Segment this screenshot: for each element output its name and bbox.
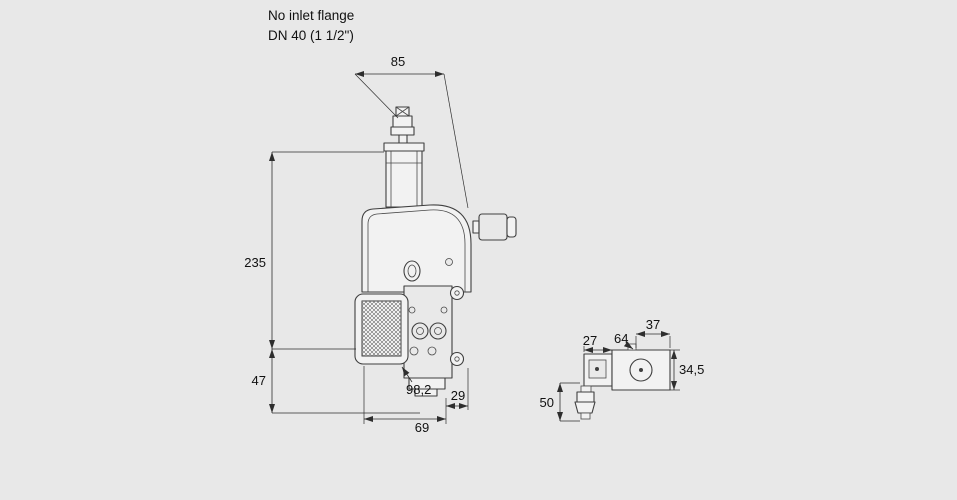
- housing-screw-icon: [445, 258, 453, 266]
- dim-label-69: 69: [415, 420, 429, 435]
- strainer-flange: [354, 293, 409, 365]
- header-variant-note: No inlet flange: [268, 8, 354, 23]
- side-view-dimensions: 27 64 37 34,5 50: [540, 317, 704, 422]
- valve-front-view: [354, 106, 517, 397]
- dim-label-85: 85: [391, 54, 405, 69]
- side-top-screw-icon: [627, 343, 637, 351]
- strainer-mesh: [362, 301, 401, 356]
- coil-housing: [361, 204, 472, 293]
- solenoid-side-view: [574, 343, 671, 420]
- port-right: [429, 322, 447, 340]
- dim-label-235: 235: [244, 255, 266, 270]
- valve-body: [354, 285, 465, 397]
- bolt-boss-top: [449, 285, 465, 301]
- dimension-bottom-offset: 29: [446, 368, 469, 410]
- side-block-pin: [595, 367, 599, 371]
- side-coil-face: [629, 358, 653, 382]
- header-size-note: DN 40 (1 1/2"): [268, 28, 354, 43]
- dim-label-37: 37: [646, 317, 660, 332]
- drawing-header: No inlet flange DN 40 (1 1/2"): [268, 8, 354, 43]
- dimension-block-depth: 27: [583, 333, 612, 353]
- dimension-side-top-width: 37: [635, 317, 671, 348]
- dim-label-34-5: 34,5: [679, 362, 704, 377]
- pilot-port: [403, 260, 421, 282]
- bolt-boss-bottom: [449, 351, 465, 367]
- dimension-coil-height: 34,5: [670, 349, 704, 391]
- dimension-top-width: 85: [354, 54, 469, 209]
- dimension-body-width: 98,2: [401, 366, 431, 397]
- top-connector: [390, 106, 415, 144]
- dimension-base-width: 69: [363, 366, 447, 435]
- cable-gland: [574, 385, 596, 420]
- port-left: [411, 322, 429, 340]
- dim-label-27: 27: [583, 333, 597, 348]
- dim-label-29: 29: [451, 388, 465, 403]
- pressure-test-knob: [472, 213, 517, 241]
- dimension-upper-height: 235: [244, 151, 384, 350]
- dim-label-50: 50: [540, 395, 554, 410]
- actuator-cylinder: [383, 142, 425, 208]
- dimension-total-height: 50: [540, 382, 580, 422]
- front-view-dimensions: 85 235 47 98,2 29: [244, 54, 469, 435]
- dim-label-47: 47: [252, 373, 266, 388]
- dimension-screw-position: 64: [614, 331, 634, 350]
- dimension-lower-height: 47: [252, 349, 420, 414]
- dim-label-98-2: 98,2: [406, 382, 431, 397]
